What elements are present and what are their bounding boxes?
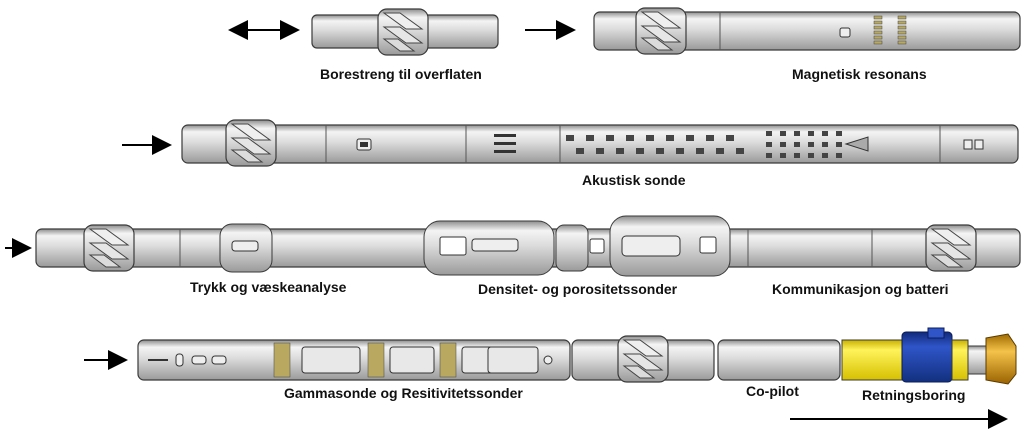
label-directional: Retningsboring	[862, 387, 966, 403]
label-pressure: Trykk og væskeanalyse	[190, 279, 347, 295]
stabilizer-icon	[377, 8, 429, 56]
drill-bit-icon	[985, 333, 1017, 385]
label-acoustic: Akustisk sonde	[582, 172, 686, 188]
label-density: Densitet- og porositetssonder	[478, 281, 678, 297]
directional-drilling-tool	[841, 327, 1017, 385]
magnetic-resonance-tool	[593, 7, 1021, 55]
label-communication: Kommunikasjon og batteri	[772, 281, 949, 297]
row-4	[84, 327, 1017, 429]
row-3	[5, 215, 1021, 277]
label-copilot: Co-pilot	[746, 383, 799, 399]
row-1	[228, 7, 1021, 56]
gamma-resistivity-tool	[137, 339, 571, 381]
label-drill-string: Borestreng til overflaten	[320, 66, 482, 82]
acoustic-tool	[181, 119, 1019, 167]
copilot-tool	[571, 335, 841, 383]
row-2	[122, 119, 1019, 167]
label-magnetic-resonance: Magnetisk resonans	[792, 66, 927, 82]
pressure-tool	[35, 215, 1021, 277]
label-gamma: Gammasonde og Resitivitetssonder	[284, 385, 523, 401]
drill-string-tool	[311, 8, 499, 56]
